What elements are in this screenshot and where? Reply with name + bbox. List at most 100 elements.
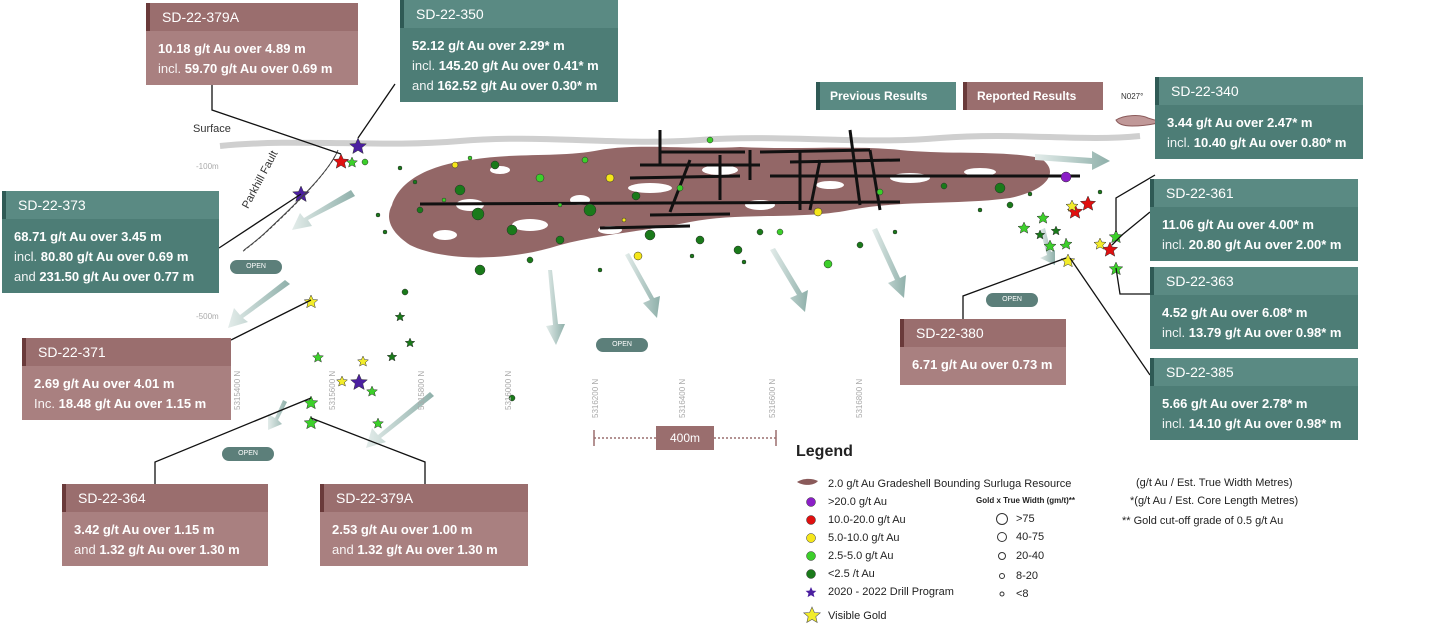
legend-note: ** Gold cut-off grade of 0.5 g/t Au xyxy=(1122,515,1284,527)
northing-label: 5316600 N xyxy=(768,378,777,418)
workings xyxy=(419,129,1080,230)
program-star xyxy=(349,137,367,155)
scale-bar xyxy=(593,430,777,446)
star-green xyxy=(1036,211,1050,224)
intercept-value: 20.80 g/t Au over 2.00* m xyxy=(1188,237,1342,252)
star-green xyxy=(303,395,319,410)
program-legend-star xyxy=(805,587,817,598)
intercept-dots xyxy=(361,136,1103,402)
northing-label: 5315600 N xyxy=(328,370,337,410)
callout-title: SD-22-380 xyxy=(900,319,1066,347)
intercept-value: 10.18 g/t Au over 4.89 m xyxy=(158,41,306,56)
drill-stars xyxy=(292,137,1124,430)
callout-title: SD-22-364 xyxy=(62,484,268,512)
intercept-prefix: incl. xyxy=(1167,135,1191,150)
star-green xyxy=(365,385,379,397)
size-label: 8-20 xyxy=(1016,570,1039,582)
callout-title: SD-22-379A xyxy=(146,3,358,31)
intercept-value: 1.32 g/t Au over 1.30 m xyxy=(99,542,240,557)
intercept-value: 52.12 g/t Au over 2.29* m xyxy=(412,38,565,53)
intercept-value: 3.44 g/t Au over 2.47* m xyxy=(1167,115,1313,130)
size-label: <8 xyxy=(1016,588,1029,600)
intercept-value: 5.66 g/t Au over 2.78* m xyxy=(1162,396,1308,411)
legend-visible-gold: Visible Gold xyxy=(828,610,887,622)
callout-title: SD-22-371 xyxy=(22,338,231,366)
callout-sd-22-380: SD-22-380 6.71 g/t Au over 0.73 m xyxy=(900,319,1066,385)
star-green xyxy=(1043,239,1057,252)
open-arrow xyxy=(770,248,808,312)
legend-dot xyxy=(806,551,816,561)
callout-sd-22-340: SD-22-340 3.44 g/t Au over 2.47* m incl.… xyxy=(1155,77,1363,159)
size-circle xyxy=(999,591,1005,597)
legend-gradeshell: 2.0 g/t Au Gradeshell Bounding Surluga R… xyxy=(828,478,1072,490)
open-badge: OPEN xyxy=(230,260,282,274)
intercept-prefix: incl. xyxy=(158,61,182,76)
size-circle xyxy=(997,532,1007,542)
intercept-value: 145.20 g/t Au over 0.41* m xyxy=(438,58,599,73)
size-label: 20-40 xyxy=(1016,550,1045,562)
intercept-value: 18.48 g/t Au over 1.15 m xyxy=(58,396,207,411)
callout-title: SD-22-361 xyxy=(1150,179,1358,207)
size-circle xyxy=(998,552,1006,560)
program-star xyxy=(292,185,310,203)
intercept-value: 162.52 g/t Au over 0.30* m xyxy=(437,78,598,93)
program-star xyxy=(1079,195,1097,211)
visible-gold-star xyxy=(335,375,349,387)
star-green xyxy=(1017,221,1031,234)
visible-gold-star xyxy=(1093,237,1107,250)
open-arrow xyxy=(366,392,434,448)
intercept-prefix: incl. xyxy=(14,249,38,264)
intercept-value: 2.69 g/t Au over 4.01 m xyxy=(34,376,175,391)
intercept-value: 11.06 g/t Au over 4.00* m xyxy=(1162,217,1314,232)
legend-grade: 10.0-20.0 g/t Au xyxy=(828,514,906,526)
callout-sd-22-364: SD-22-364 3.42 g/t Au over 1.15 m and 1.… xyxy=(62,484,268,566)
scale-label: 400m xyxy=(656,426,714,450)
northing-label: 5316200 N xyxy=(591,378,600,418)
intercept-prefix: and xyxy=(14,269,36,284)
callout-title: SD-22-385 xyxy=(1150,358,1358,386)
open-badge: OPEN xyxy=(986,293,1038,307)
legend-note: *(g/t Au / Est. Core Length Metres) xyxy=(1130,495,1299,507)
previous-results-tab[interactable]: Previous Results xyxy=(816,82,956,110)
callout-title: SD-22-350 xyxy=(400,0,618,28)
northing-label: 5316400 N xyxy=(678,378,687,418)
size-label: >75 xyxy=(1016,513,1035,525)
visible-gold-star xyxy=(303,294,319,309)
surface-label: Surface xyxy=(193,123,231,135)
intercept-value: 231.50 g/t Au over 0.77 m xyxy=(39,269,195,284)
callout-sd-22-385: SD-22-385 5.66 g/t Au over 2.78* m incl.… xyxy=(1150,358,1358,440)
northing-label: 5316000 N xyxy=(504,370,513,410)
intercept-value: 80.80 g/t Au over 0.69 m xyxy=(40,249,189,264)
legend-grade: <2.5 /t Au xyxy=(828,568,875,580)
depth-500-label: -500m xyxy=(196,312,219,321)
legend-symbols xyxy=(797,478,1008,624)
north-label: N027° xyxy=(1121,92,1144,101)
intercept-prefix: incl. xyxy=(1162,325,1186,340)
star-dark xyxy=(1034,229,1046,240)
reported-results-tab[interactable]: Reported Results xyxy=(963,82,1103,110)
star-dark xyxy=(404,337,416,348)
intercept-value: 59.70 g/t Au over 0.69 m xyxy=(184,61,333,76)
open-arrows xyxy=(228,151,1110,448)
parkhill-fault xyxy=(241,149,339,253)
size-label: 40-75 xyxy=(1016,531,1045,543)
star-green xyxy=(345,156,359,168)
intercept-prefix: incl. xyxy=(1162,416,1186,431)
callout-sd-22-350: SD-22-350 52.12 g/t Au over 2.29* m incl… xyxy=(400,0,618,102)
intercept-prefix: and xyxy=(332,542,354,557)
callout-sd-22-361: SD-22-361 11.06 g/t Au over 4.00* m incl… xyxy=(1150,179,1358,261)
intercept-prefix: and xyxy=(74,542,96,557)
callout-sd-22-363: SD-22-363 4.52 g/t Au over 6.08* m incl.… xyxy=(1150,267,1358,349)
star-green xyxy=(1059,237,1073,250)
size-header: Gold x True Width (gm/t)** xyxy=(976,496,1076,505)
legend-dot xyxy=(806,497,816,507)
intercept-value: 1.32 g/t Au over 1.30 m xyxy=(357,542,498,557)
callout-title: SD-22-379A xyxy=(320,484,528,512)
leader-lines xyxy=(154,83,1156,484)
visible-gold-star xyxy=(1060,253,1076,268)
northing-label: 5316800 N xyxy=(855,378,864,418)
intercept-prefix: incl. xyxy=(412,58,436,73)
legend-grade: 5.0-10.0 g/t Au xyxy=(828,532,900,544)
star-dark xyxy=(386,351,398,362)
